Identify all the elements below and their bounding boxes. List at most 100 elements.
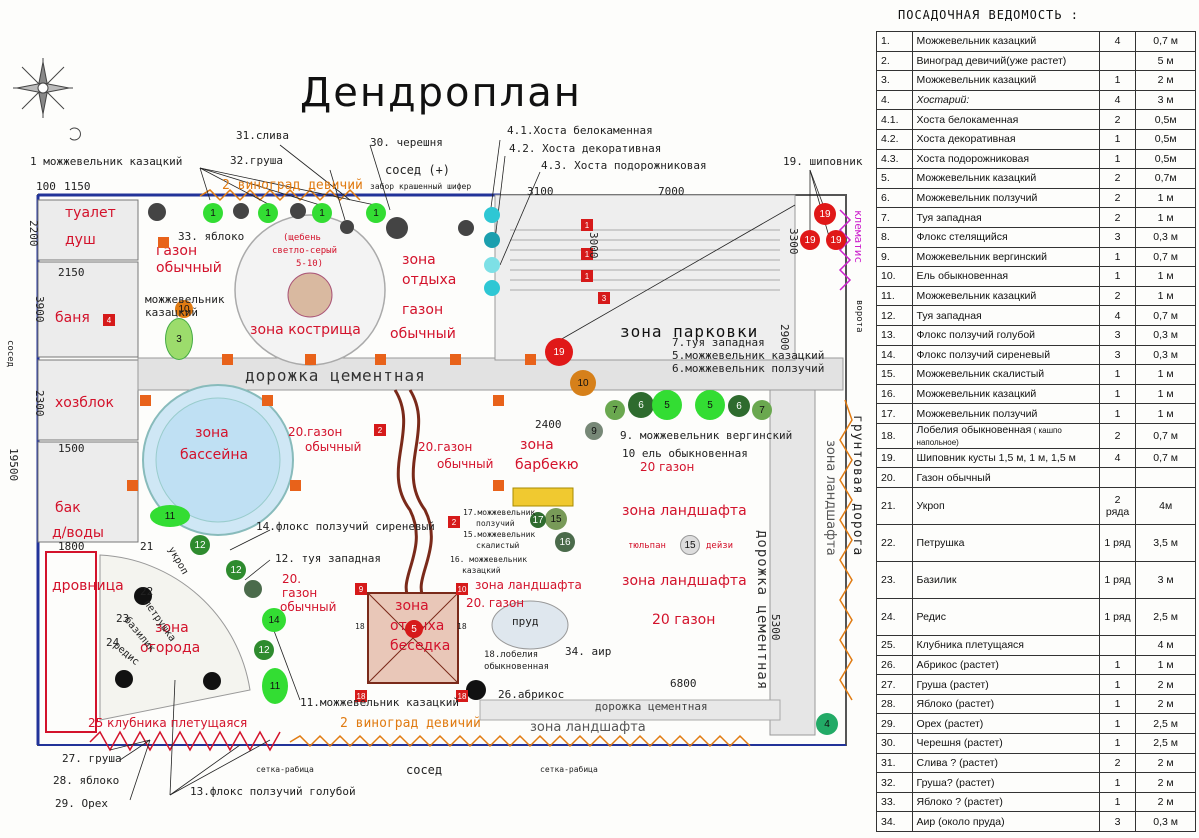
- cell-s: 2,5 м: [1135, 598, 1196, 637]
- cell-q: 4: [1098, 31, 1137, 52]
- marker-2: 2: [374, 424, 386, 436]
- plant-number: 14: [268, 614, 280, 626]
- plant-number: 19: [553, 346, 565, 358]
- cell-q: 1: [1098, 403, 1137, 424]
- dim-3100: 3100: [527, 185, 554, 198]
- plant-number: 6: [736, 400, 742, 412]
- cell-name: Можжевельник казацкий: [911, 383, 1100, 405]
- cell-n: 17.: [876, 403, 913, 424]
- zone-bbq-1: зона: [520, 437, 554, 453]
- cell-name: Груша? (растет): [911, 772, 1100, 793]
- label-18b: обыкновенная: [484, 662, 550, 672]
- table-row: 18.Лобелия обыкновенная ( кашпо напольно…: [876, 422, 1196, 449]
- label-10: 10 ель обыкновенная: [622, 447, 748, 460]
- plant-number: 9: [591, 425, 597, 437]
- label-20c2: обычный: [437, 457, 494, 471]
- cell-n: 28.: [876, 693, 913, 715]
- cell-name: Петрушка: [911, 524, 1100, 563]
- dendroplan-drawing: Дендроплан туалет душ баня хозблок бак д…: [5, 58, 865, 810]
- cell-q: 1: [1098, 733, 1137, 754]
- zone-woodshed: дровница: [52, 578, 124, 594]
- dim-19500: 19500: [7, 448, 20, 482]
- cell-name: Виноград девичий(уже растет): [911, 50, 1100, 72]
- cell-n: 26.: [876, 654, 913, 676]
- cell-n: 15.: [876, 364, 913, 385]
- cell-name: Яблоко ? (растет): [911, 791, 1100, 813]
- cell-s: 1 м: [1135, 654, 1196, 676]
- cell-name: Можжевельник скалистый: [911, 364, 1100, 385]
- neighbor-top: сосед (+): [385, 163, 451, 177]
- cell-s: 1 м: [1135, 403, 1196, 424]
- cell-q: 1 ряд: [1098, 561, 1137, 600]
- cell-n: 2.: [876, 50, 913, 72]
- cell-n: 34.: [876, 811, 913, 832]
- dim-100: 100: [36, 180, 56, 193]
- cell-n: 10.: [876, 266, 913, 287]
- cell-n: 11.: [876, 285, 913, 307]
- lamp-marker: [290, 480, 301, 491]
- cell-s: 2 м: [1135, 674, 1196, 695]
- cell-q: 4: [1098, 305, 1137, 326]
- plant-number: 12: [194, 539, 206, 551]
- cell-name: Хоста подорожниковая: [911, 148, 1100, 170]
- dim-7000: 7000: [658, 185, 685, 198]
- cell-name: Хостарий:: [911, 89, 1100, 111]
- tulip-label: тюльпан: [628, 541, 666, 551]
- cell-name: Флокс стелящийся: [911, 226, 1100, 248]
- plan-lines: [13, 58, 853, 801]
- zone-gazebo-1: зона: [395, 598, 429, 614]
- marker-4: 4: [103, 314, 115, 326]
- cell-n: 18.: [876, 422, 913, 449]
- garden-n21: 21: [140, 540, 154, 553]
- neighbor-left: сосед: [5, 340, 15, 368]
- tree-30: [386, 217, 408, 239]
- label-6: 6.можжевельник ползучий: [672, 362, 825, 375]
- cell-s: 0,3 м: [1135, 324, 1196, 346]
- cell-name: Хоста белокаменная: [911, 109, 1100, 130]
- dim-2150: 2150: [58, 266, 85, 279]
- cell-q: [1098, 467, 1137, 489]
- net-2: сетка-рабица: [540, 765, 598, 774]
- cell-q: 2: [1098, 752, 1137, 774]
- zone-garden-2: огорода: [140, 640, 201, 656]
- plant-3: 4: [816, 713, 838, 735]
- plant-number: 19: [819, 208, 831, 220]
- cell-q: 4: [1098, 447, 1137, 469]
- compass-icon: [13, 58, 73, 118]
- cell-q: 3: [1098, 226, 1137, 248]
- cell-q: 1 ряд: [1098, 524, 1137, 563]
- cell-s: 1 м: [1135, 207, 1196, 228]
- cell-s: 0,5м: [1135, 109, 1196, 130]
- plant-number: 17: [532, 514, 544, 526]
- garden-n22: 22: [140, 585, 154, 598]
- cell-s: 0,7 м: [1135, 447, 1196, 469]
- label-20c: 20.газон: [418, 440, 473, 454]
- cell-name: Укроп: [911, 487, 1100, 526]
- cell-q: 2: [1098, 168, 1137, 189]
- label-15b: скалистый: [476, 541, 520, 550]
- road-cement-vertical: дорожка цементная: [754, 530, 770, 691]
- cell-q: 1: [1098, 791, 1137, 813]
- plant-14: 14: [262, 608, 286, 632]
- label-31: 31.слива: [236, 129, 289, 142]
- marker-10: 10: [456, 583, 468, 595]
- marker-1: 1: [581, 270, 593, 282]
- plant-1: 1: [366, 203, 386, 223]
- plant-1: 1: [312, 203, 332, 223]
- dim-2200: 2200: [27, 220, 40, 247]
- cell-s: 0,7 м: [1135, 31, 1196, 52]
- net-1: сетка-рабица: [256, 765, 314, 774]
- cell-n: 24.: [876, 598, 913, 637]
- plant-12: 12: [254, 640, 274, 660]
- cell-s: 0,7м: [1135, 168, 1196, 189]
- cell-q: 1: [1098, 772, 1137, 793]
- cell-name: Лобелия обыкновенная ( кашпо напольное): [911, 422, 1100, 449]
- cell-s: 0,7 м: [1135, 305, 1196, 326]
